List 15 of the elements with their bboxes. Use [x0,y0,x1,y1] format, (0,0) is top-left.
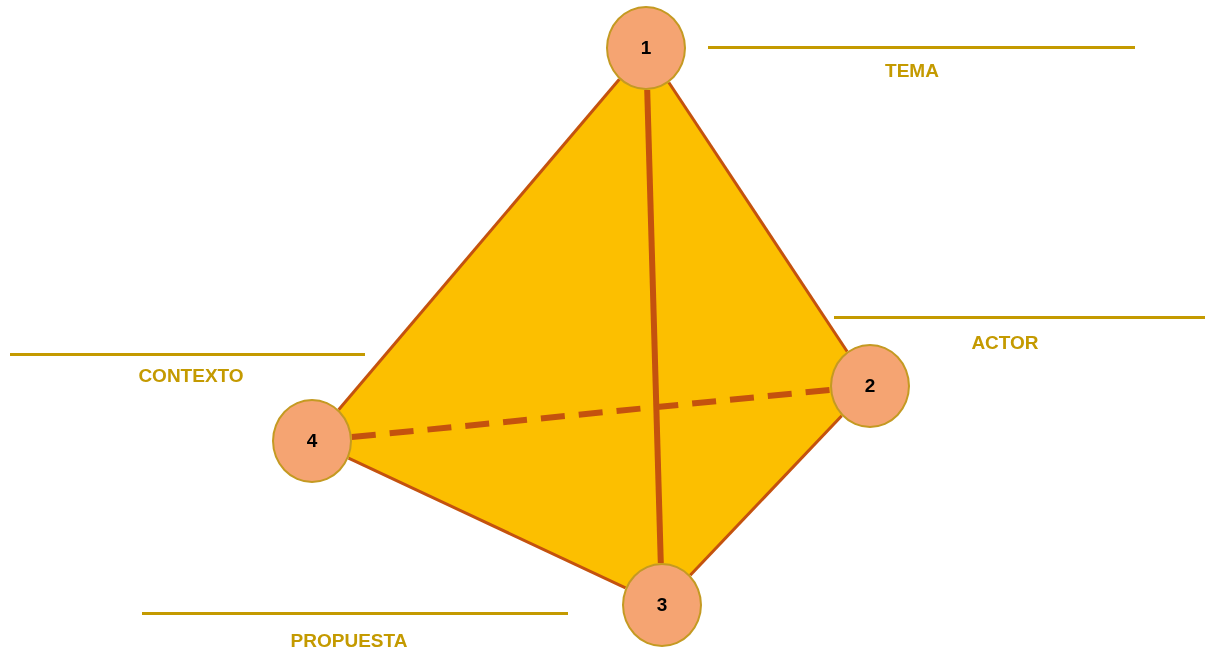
vertex-label: TEMA [885,60,939,82]
edge-line [644,89,664,564]
vertex-number: 2 [864,375,876,397]
vertex-number: 4 [306,430,318,452]
vertex-circle [830,344,910,428]
vertex-label: PROPUESTA [290,630,408,652]
edge-line [689,414,843,577]
edge-line [667,81,849,353]
dashed-edge [351,386,831,441]
edge-line [337,78,621,411]
vertex-number: 3 [656,594,668,616]
edge-line [347,456,627,590]
vertex-number: 1 [640,37,652,59]
vertex-label: ACTOR [971,332,1039,354]
vertex-label: CONTEXTO [138,365,244,387]
